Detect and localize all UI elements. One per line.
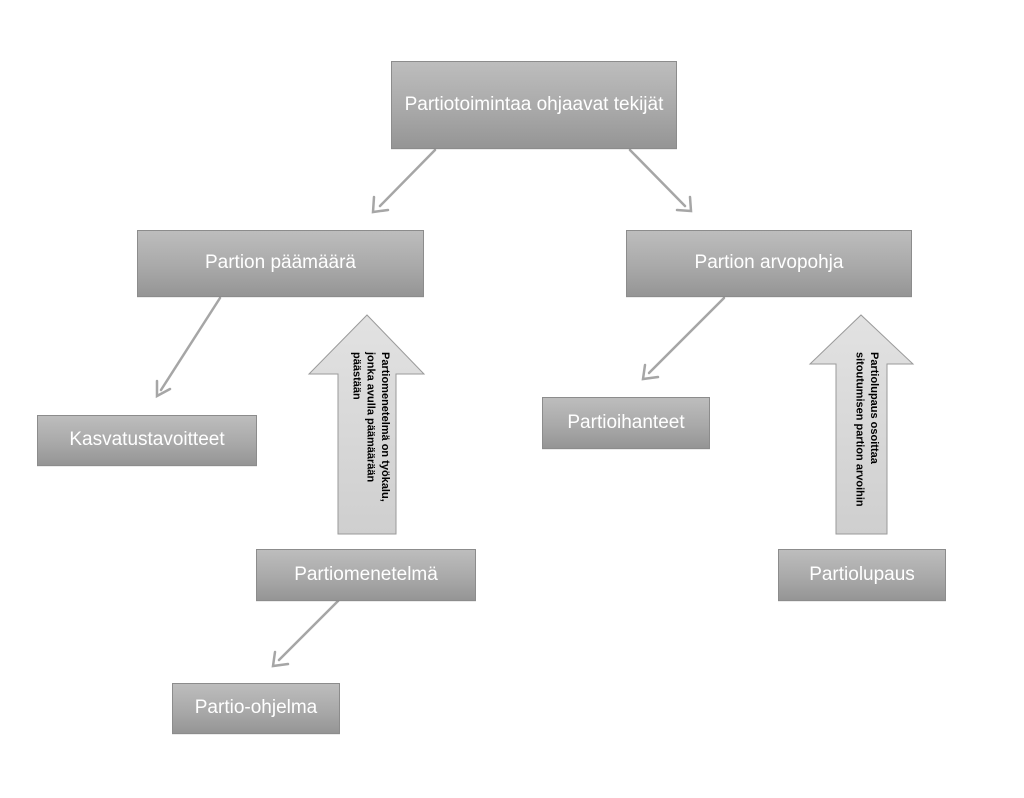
- node-goal: Partion päämäärä: [137, 230, 424, 297]
- block-arrow-label-method-to-goal: Partiomenetelmä on työkalu, jonka avulla…: [350, 352, 391, 502]
- node-promise: Partiolupaus: [778, 549, 946, 601]
- arrowhead-root-to-goal: [371, 195, 390, 214]
- node-ideals: Partioihanteet: [542, 397, 710, 449]
- connector-method-to-program: [277, 599, 340, 662]
- block-arrow-method-to-goal: [307, 314, 426, 535]
- arrowhead-root-to-values: [675, 195, 693, 213]
- node-promise-label: Partiolupaus: [809, 563, 915, 585]
- connector-root-to-goal: [378, 148, 437, 208]
- node-values-label: Partion arvopohja: [694, 252, 844, 274]
- connector-values-to-ideals: [647, 296, 726, 375]
- block-arrow-label-promise-to-values: Partiolupaus osoittaa sitoutumisen parti…: [853, 352, 880, 507]
- node-method: Partiomenetelmä: [256, 549, 476, 601]
- node-goal-label: Partion päämäärä: [204, 252, 357, 274]
- node-method-label: Partiomenetelmä: [294, 563, 438, 585]
- block-arrow-promise-to-values: [808, 314, 915, 535]
- node-root: Partiotoimintaa ohjaavat tekijät: [391, 61, 677, 149]
- connector-root-to-values: [628, 148, 687, 208]
- arrowhead-goal-to-education-goals: [155, 379, 172, 399]
- node-root-label: Partiotoimintaa ohjaavat tekijät: [404, 93, 664, 115]
- arrowhead-method-to-program: [271, 650, 290, 668]
- node-education-goals: Kasvatustavoitteet: [37, 415, 257, 466]
- node-values: Partion arvopohja: [626, 230, 912, 297]
- connector-goal-to-education-goals: [159, 296, 222, 392]
- node-ideals-label: Partioihanteet: [567, 411, 685, 433]
- node-program: Partio-ohjelma: [172, 683, 340, 734]
- arrowhead-values-to-ideals: [641, 363, 660, 381]
- node-program-label: Partio-ohjelma: [194, 697, 318, 719]
- node-education-goals-label: Kasvatustavoitteet: [69, 429, 225, 451]
